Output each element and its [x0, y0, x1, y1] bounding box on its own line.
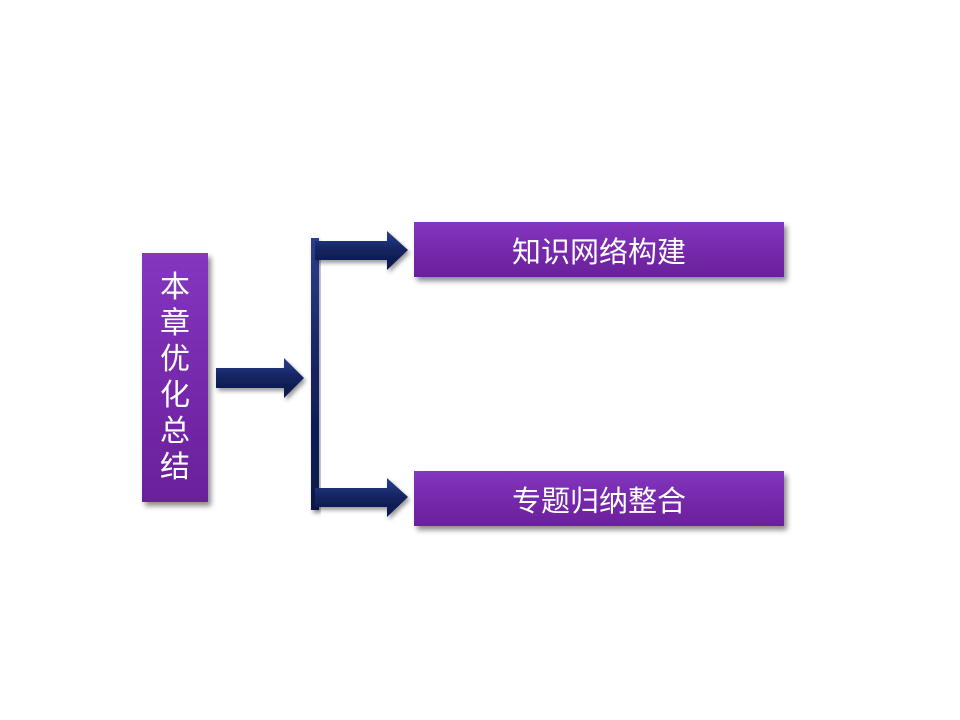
root-node-label: 本 章 优 化 总 结: [160, 269, 190, 485]
root-char: 总: [160, 413, 190, 449]
branch-arrow-bottom: [315, 478, 408, 517]
root-char: 结: [160, 449, 190, 485]
branch-node-label: 知识网络构建: [511, 234, 686, 269]
branch-node-topic-summary[interactable]: 专题归纳整合: [414, 471, 784, 526]
root-char: 优: [160, 341, 190, 377]
root-char: 本: [160, 269, 190, 305]
branch-node-knowledge-network[interactable]: 知识网络构建: [414, 222, 784, 277]
root-char: 章: [160, 305, 190, 341]
root-char: 化: [160, 377, 190, 413]
root-arrow: [216, 358, 304, 398]
branch-node-label: 专题归纳整合: [511, 483, 686, 518]
root-node: 本 章 优 化 总 结: [142, 253, 208, 502]
bracket-bar: [311, 238, 319, 510]
branch-arrow-top: [315, 231, 408, 270]
